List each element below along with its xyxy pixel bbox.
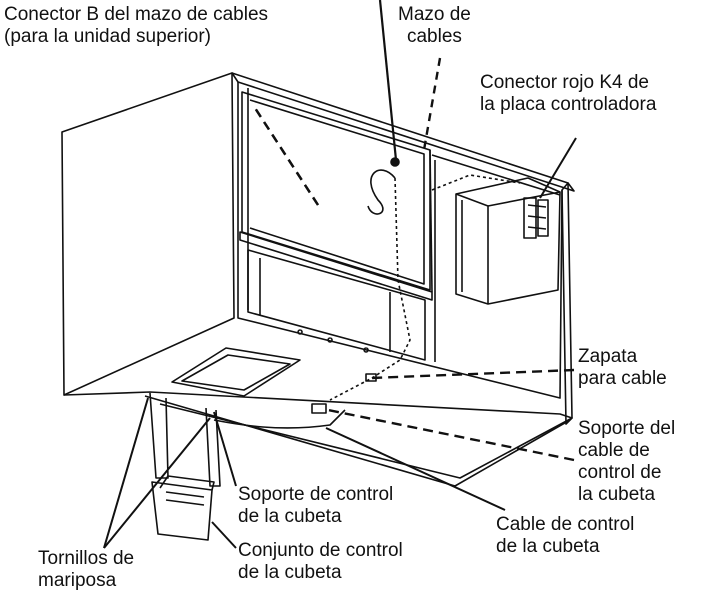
label-line: Conector rojo K4 de bbox=[480, 72, 649, 93]
label-line: Tornillos de bbox=[38, 548, 135, 569]
label-line: mariposa bbox=[38, 570, 117, 591]
label-line: Soporte de control bbox=[238, 484, 394, 505]
leader-bin-control-cable bbox=[325, 427, 506, 511]
inner-frame bbox=[237, 82, 563, 399]
control-box bbox=[455, 177, 561, 305]
label-line: de la cubeta bbox=[238, 506, 342, 527]
water-trough bbox=[247, 249, 426, 361]
evaporator-panel bbox=[241, 91, 431, 291]
leader-thumb-screw-2 bbox=[103, 417, 211, 549]
label-bin-control-support: Soporte de control de la cubeta bbox=[238, 484, 393, 528]
leader-red-connector bbox=[539, 137, 577, 199]
bin-opening bbox=[171, 347, 301, 397]
leader-bin-control-assembly bbox=[211, 521, 237, 549]
label-line: cables bbox=[406, 26, 462, 47]
label-line: para cable bbox=[578, 368, 667, 389]
label-line: (para la unidad superior) bbox=[4, 26, 212, 47]
label-line: de la cubeta bbox=[238, 562, 342, 583]
label-line: Soporte del bbox=[578, 418, 676, 439]
label-line: Conjunto de control bbox=[238, 540, 403, 561]
label-wire-harness: Mazo de cables bbox=[398, 4, 471, 48]
label-line: la cubeta bbox=[578, 484, 656, 505]
bin-control-cable bbox=[213, 409, 346, 429]
leader-wire-lug bbox=[371, 368, 575, 380]
label-bin-control-assembly: Conjunto de control de la cubeta bbox=[238, 540, 403, 584]
leader-cable-support bbox=[327, 408, 575, 462]
label-red-connector: Conector rojo K4 de la placa controlador… bbox=[480, 72, 656, 116]
label-line: control de bbox=[578, 462, 662, 483]
label-bin-control-cable: Cable de control de la cubeta bbox=[496, 514, 634, 558]
harness-wire bbox=[329, 177, 411, 401]
label-wire-lug: Zapata para cable bbox=[578, 346, 667, 390]
label-line: Cable de control bbox=[496, 514, 635, 535]
leader-harness-connector bbox=[253, 107, 320, 206]
label-thumb-screws: Tornillos de mariposa bbox=[38, 548, 134, 592]
label-cable-support: Soporte del cable de control de la cubet… bbox=[578, 418, 675, 506]
top-rail bbox=[231, 72, 575, 192]
leader-wire-harness bbox=[422, 57, 442, 151]
label-line: de la cubeta bbox=[496, 536, 600, 557]
leader-connector-b bbox=[378, 0, 398, 161]
label-line: Conector B del mazo de cables bbox=[4, 4, 269, 25]
leader-bin-control-support bbox=[213, 411, 237, 487]
label-harness-connector: Conector B del mazo de cables (para la u… bbox=[4, 4, 268, 48]
left-side-panel bbox=[61, 72, 235, 396]
bin-control-box bbox=[151, 481, 213, 541]
label-line: Zapata bbox=[578, 346, 638, 367]
label-line: la placa controladora bbox=[480, 94, 657, 115]
label-line: Mazo de bbox=[398, 4, 471, 25]
leader-thumb-screw-1 bbox=[103, 397, 149, 549]
right-post bbox=[561, 182, 573, 425]
label-line: cable de bbox=[578, 440, 650, 461]
base-plate bbox=[63, 391, 573, 479]
